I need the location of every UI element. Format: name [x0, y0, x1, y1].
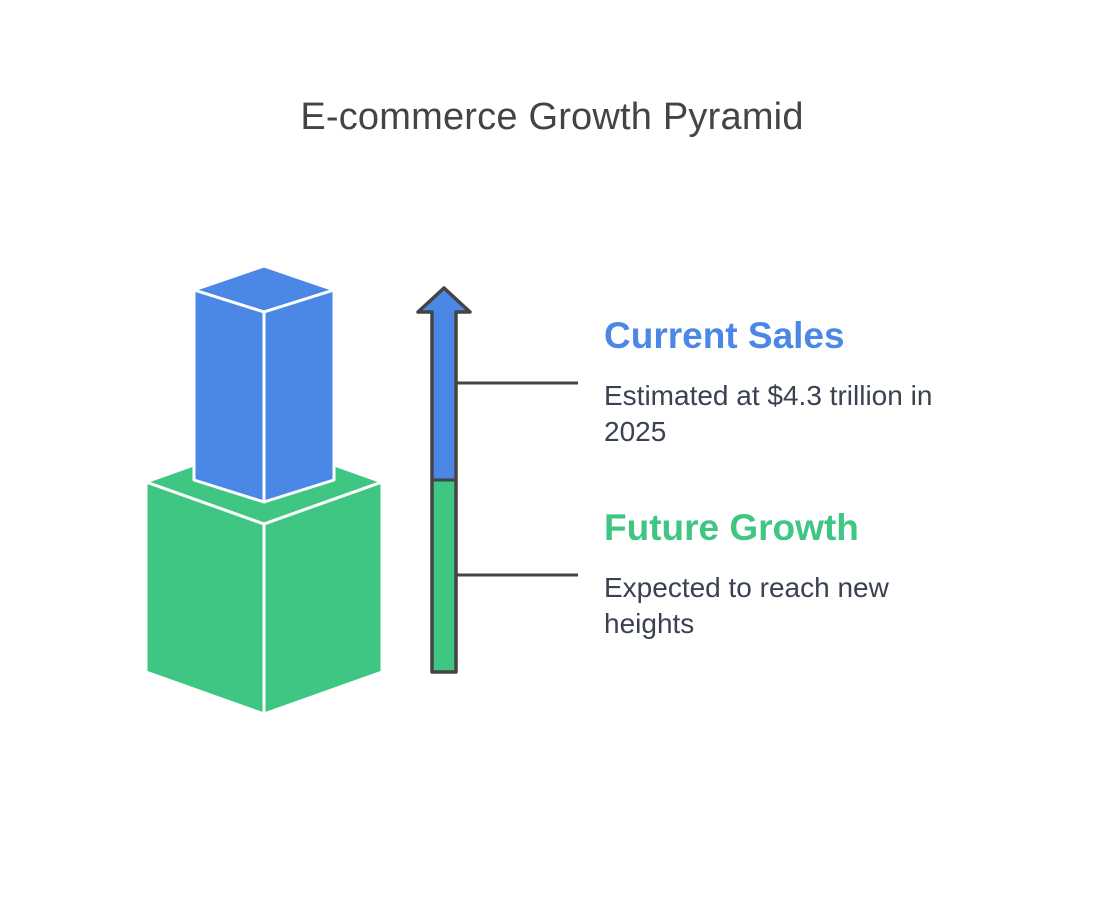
- green-cube-left-face: [144, 480, 266, 716]
- arrow-green-segment: [432, 480, 456, 672]
- future-growth-block: Future Growth Expected to reach new heig…: [604, 506, 964, 642]
- blue-box-left-face: [192, 288, 266, 504]
- current-sales-heading: Current Sales: [604, 315, 845, 356]
- current-sales-block: Current Sales Estimated at $4.3 trillion…: [604, 314, 964, 450]
- future-growth-description: Expected to reach new heights: [604, 572, 889, 639]
- blue-top-box: [192, 264, 336, 504]
- arrow-blue-segment: [418, 288, 470, 480]
- diagram-title: E-commerce Growth Pyramid: [300, 96, 804, 138]
- current-sales-description: Estimated at $4.3 trillion in 2025: [604, 380, 933, 447]
- arrow-outline: [416, 286, 472, 674]
- blue-box-right-face: [262, 288, 336, 504]
- growth-arrow: [416, 286, 472, 674]
- green-cube-right-face: [262, 480, 384, 716]
- future-growth-heading: Future Growth: [604, 507, 859, 548]
